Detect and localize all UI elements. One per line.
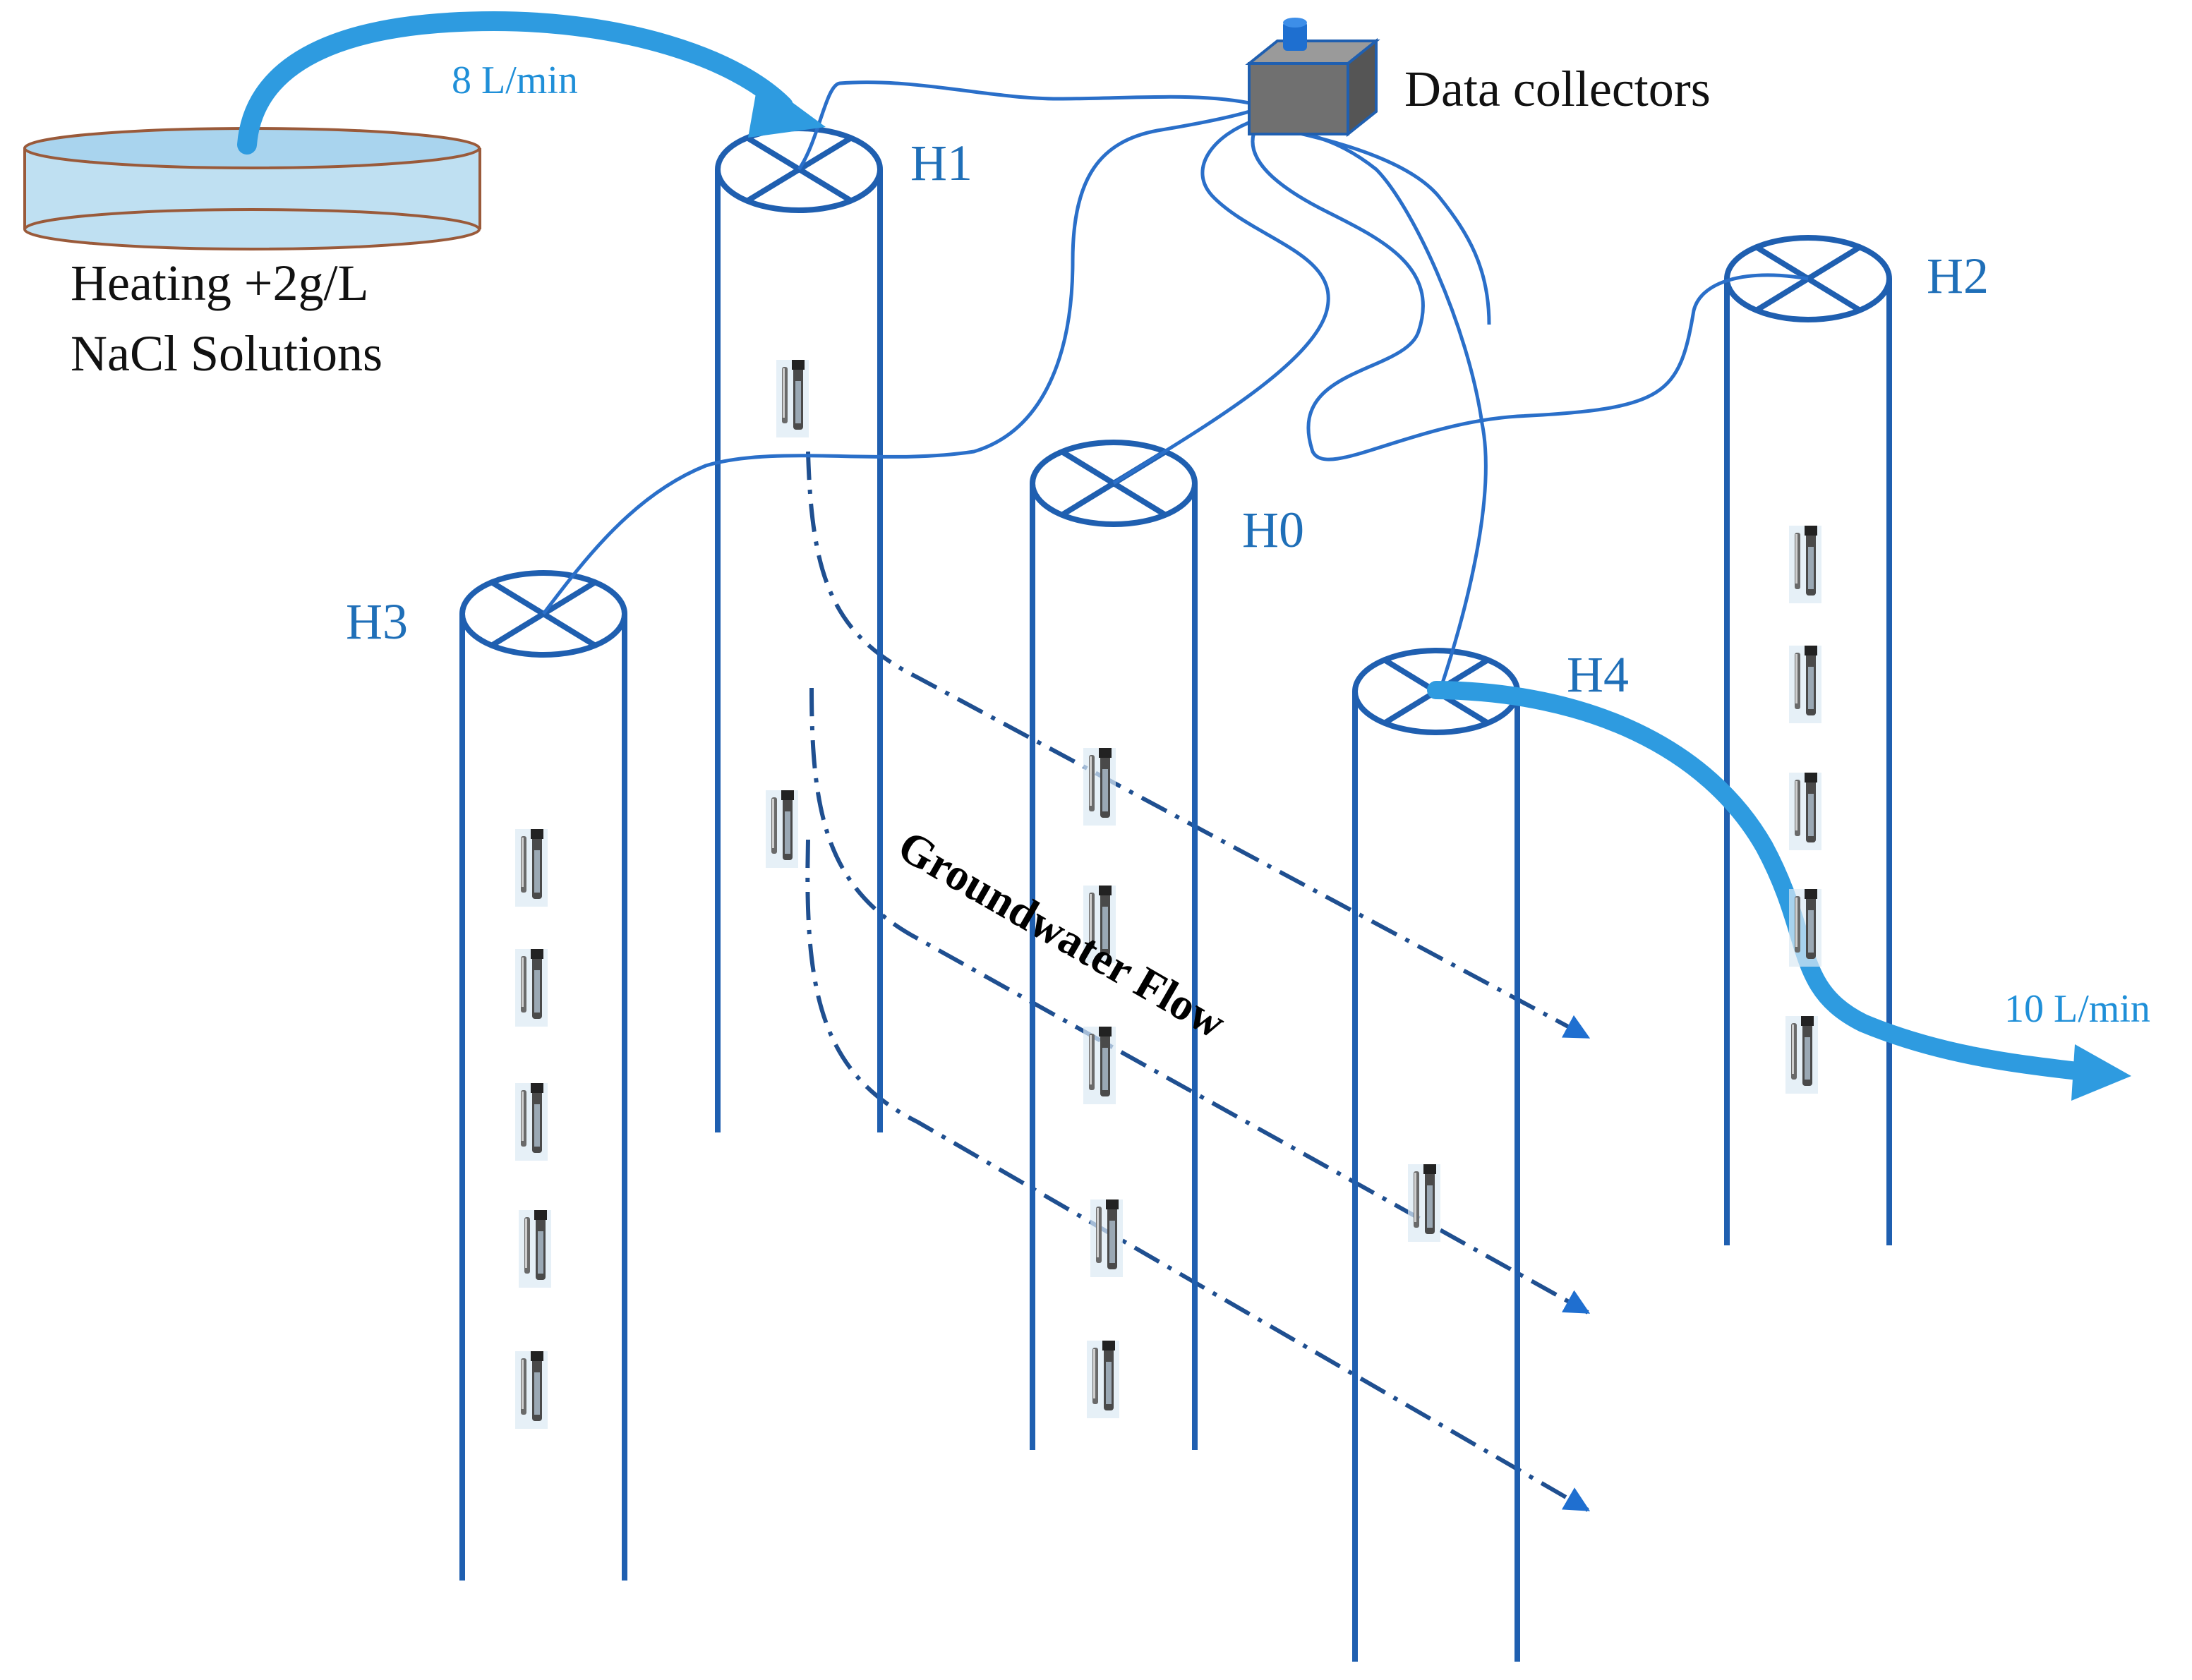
well-label-h4: H4 (1567, 646, 1629, 703)
sensor-probe-icon (1789, 889, 1821, 967)
sensor-probe-icon (1408, 1164, 1440, 1242)
groundwater-path-lower (805, 839, 1591, 1512)
outflow-rate-label: 10 L/min (2004, 987, 2150, 1031)
cable-h3 (542, 107, 1257, 615)
well-h3 (459, 570, 627, 1581)
cable-collector-right (1270, 125, 1491, 325)
well-label-h2: H2 (1927, 248, 1989, 304)
sensors-h2 (1785, 526, 1821, 1094)
sensor-probe-icon (1789, 526, 1821, 603)
sensor-probe-icon (519, 1210, 551, 1288)
tank-label-line1: Heating +2g/L (71, 255, 369, 311)
outflow-arrow (1427, 681, 2131, 1101)
data-collectors-label: Data collectors (1404, 61, 1711, 117)
sensors-h3 (515, 829, 551, 1429)
inflow-rate-label: 8 L/min (452, 59, 578, 102)
well-label-h0: H0 (1242, 502, 1304, 558)
sensor-probe-icon (515, 829, 548, 907)
cable-h4 (1270, 125, 1488, 692)
sensor-probe-icon (1090, 1199, 1123, 1277)
sensor-probe-icon (515, 1351, 548, 1429)
groundwater-flow-lines (805, 451, 1591, 1512)
sensor-probe-icon (1083, 1027, 1116, 1104)
sensor-probe-icon (515, 1083, 548, 1161)
groundwater-flow-label: Groundwater Flow (890, 821, 1234, 1049)
cable-h0 (1112, 118, 1330, 485)
sensor-probe-icon (1083, 748, 1116, 826)
sensors-h0 (1083, 748, 1123, 1418)
sensors-h4 (1408, 1164, 1440, 1242)
well-h4 (1352, 648, 1520, 1662)
sensor-probe-icon (1087, 1341, 1119, 1418)
cable-h1 (797, 80, 1257, 171)
sensor-probe-icon (766, 790, 798, 868)
inflow-arrow (237, 11, 826, 155)
sensor-cables (542, 80, 1809, 692)
sensor-probe-icon (776, 360, 809, 437)
well-label-h1: H1 (910, 135, 972, 191)
cable-h2 (1251, 126, 1809, 461)
data-box-icon (1245, 18, 1380, 138)
well-h1 (715, 126, 883, 1132)
groundwater-path-upper (806, 451, 1591, 1039)
well-h2 (1724, 235, 1892, 1245)
sensor-probe-icon (1785, 1016, 1818, 1094)
tank-label-line2: NaCl Solutions (71, 325, 383, 382)
sensors-h1 (766, 360, 809, 868)
well-label-h3: H3 (346, 593, 408, 650)
sensor-probe-icon (1789, 773, 1821, 850)
sensor-probe-icon (515, 949, 548, 1027)
sensor-probe-icon (1789, 646, 1821, 723)
groundwater-path-middle (809, 687, 1591, 1315)
